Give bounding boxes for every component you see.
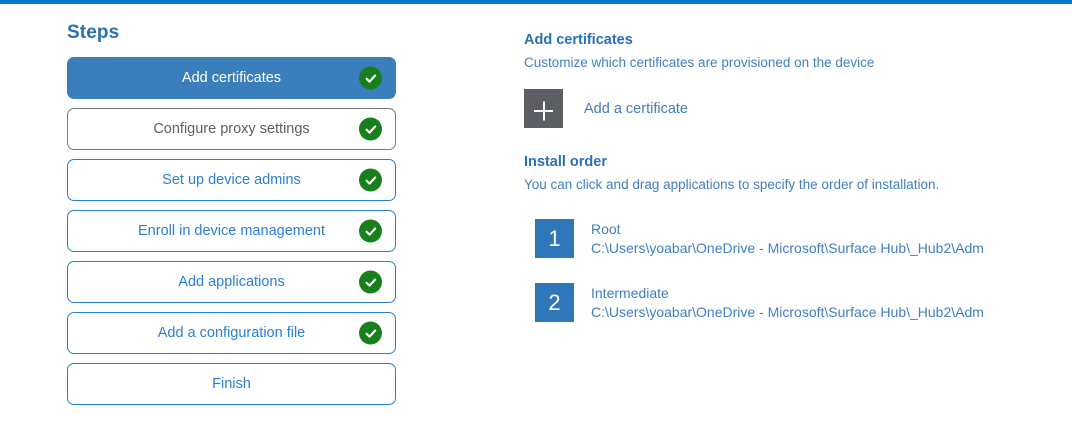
step-button-configure-proxy-settings[interactable]: Configure proxy settings — [67, 108, 396, 150]
check-icon — [359, 66, 382, 90]
check-icon — [359, 321, 382, 345]
step-label: Add a configuration file — [157, 325, 306, 341]
install-order-description: You can click and drag applications to s… — [524, 177, 940, 192]
step-label: Set up device admins — [162, 172, 301, 188]
step-label: Configure proxy settings — [153, 121, 310, 137]
step-button-enroll-in-device-management[interactable]: Enroll in device management — [67, 210, 396, 252]
step-button-add-certificates[interactable]: Add certificates — [67, 57, 396, 99]
install-order-heading: Install order — [524, 154, 607, 170]
step-button-add-applications[interactable]: Add applications — [67, 261, 396, 303]
order-item-path: C:\Users\yoabar\OneDrive - Microsoft\Sur… — [591, 240, 984, 256]
step-button-finish[interactable]: Finish — [67, 363, 396, 405]
add-certificates-description: Customize which certificates are provisi… — [524, 55, 875, 70]
content-panel: Add certificates Customize which certifi… — [524, 31, 1044, 322]
step-label: Finish — [212, 376, 251, 392]
order-item-name: Root — [591, 221, 621, 237]
step-button-add-a-configuration-file[interactable]: Add a configuration file — [67, 312, 396, 354]
order-item-name: Intermediate — [591, 285, 669, 301]
order-item-path: C:\Users\yoabar\OneDrive - Microsoft\Sur… — [591, 304, 984, 320]
step-label: Add applications — [178, 274, 285, 290]
step-label: Enroll in device management — [138, 223, 325, 239]
check-icon — [359, 168, 382, 192]
plus-icon[interactable] — [524, 89, 563, 128]
install-order-block: Install order You can click and drag app… — [524, 153, 1044, 322]
check-icon — [359, 219, 382, 243]
top-accent-bar — [0, 0, 1072, 4]
add-certificates-heading: Add certificates — [524, 32, 633, 48]
step-label: Add certificates — [181, 70, 282, 86]
add-certificate-row[interactable]: Add a certificate — [524, 89, 1044, 128]
order-number-badge: 2 — [535, 283, 574, 322]
check-icon — [359, 270, 382, 294]
check-icon — [359, 117, 382, 141]
add-certificate-label[interactable]: Add a certificate — [584, 100, 688, 117]
step-button-set-up-device-admins[interactable]: Set up device admins — [67, 159, 396, 201]
order-number-badge: 1 — [535, 219, 574, 258]
steps-title: Steps — [67, 22, 120, 43]
